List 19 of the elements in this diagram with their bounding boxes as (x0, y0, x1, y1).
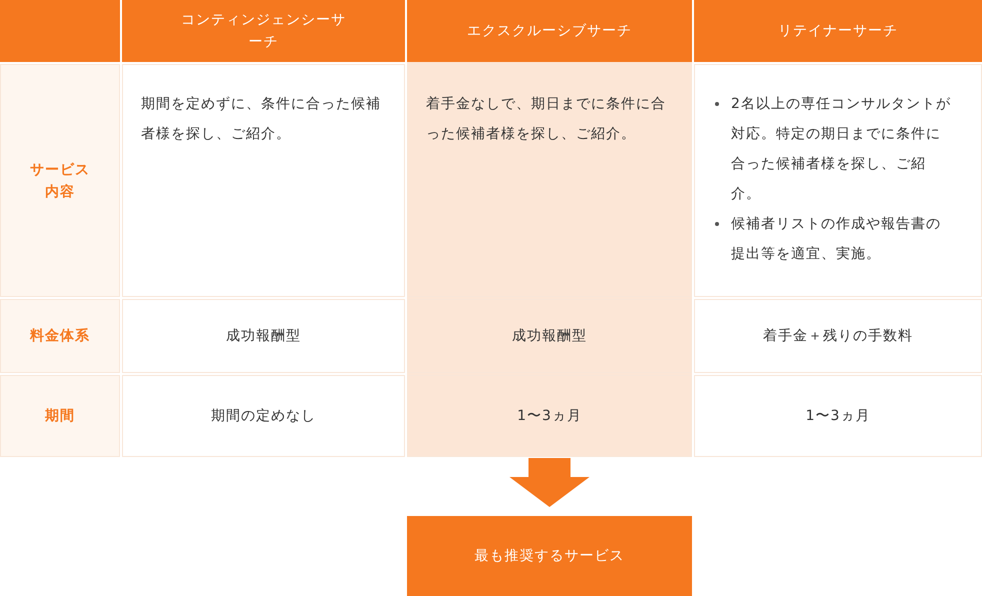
row-header-cell: サービス内容 (0, 64, 120, 297)
highlighted-column (407, 0, 692, 457)
table-cell: 期間の定めなし (122, 375, 405, 457)
list-item-text: 2名以上の専任コンサルタントが対応。特定の期日までに条件に合った候補者様を探し、ご紹介。 (731, 95, 951, 204)
table-cell: 成功報酬型 (407, 299, 692, 373)
table-cell: 着手金＋残りの手数料 (694, 299, 982, 373)
table-cell: 成功報酬型 (122, 299, 405, 373)
table-cell: 着手金なしで、期日までに条件に合った候補者様を探し、ご紹介。 (407, 64, 692, 297)
block-arrow (510, 458, 590, 507)
row-header-cell: 料金体系 (0, 299, 120, 373)
recommendation-box: 最も推奨するサービス (407, 516, 692, 596)
header-cell: コンティンジェンシーサーチ (122, 0, 405, 62)
table-cell: 1〜3ヵ月 (694, 375, 982, 457)
header-cell: エクスクルーシブサーチ (407, 0, 692, 62)
table-cell: 1〜3ヵ月 (407, 375, 692, 457)
header-cell: リテイナーサーチ (694, 0, 982, 62)
row-header-cell: 期間 (0, 375, 120, 457)
table-cell: 期間を定めずに、条件に合った候補者様を探し、ご紹介。 (122, 64, 405, 297)
list-item-text: 候補者リストの作成や報告書の提出等を適宜、実施。 (731, 215, 942, 264)
